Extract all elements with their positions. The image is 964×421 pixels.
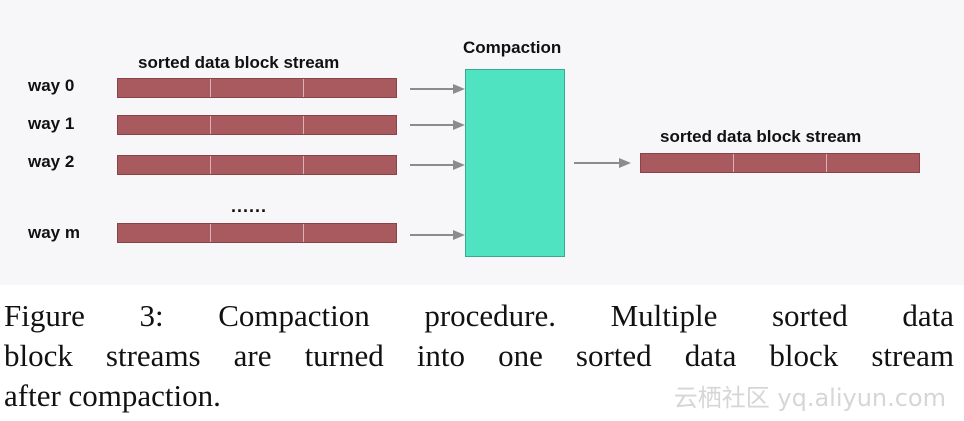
caption-word: 3: <box>139 298 164 333</box>
caption-word: sorted <box>771 298 848 333</box>
way-label-2: way 2 <box>28 152 75 171</box>
caption-word: sorted <box>575 338 652 373</box>
data-block <box>118 224 211 242</box>
way-label-1: way 1 <box>28 114 75 133</box>
data-block <box>211 224 304 242</box>
input-stream-bar-0 <box>117 78 397 98</box>
output-stream-title: sorted data block stream <box>660 127 862 146</box>
caption-word: one <box>498 338 543 373</box>
input-stream-bar-m <box>117 223 397 243</box>
caption-word: Compaction <box>218 298 370 333</box>
output-stream-bar <box>640 153 920 173</box>
data-block <box>118 79 211 97</box>
input-stream-bar-2 <box>117 155 397 175</box>
input-stream-title: sorted data block stream <box>138 53 340 72</box>
data-block <box>304 224 396 242</box>
data-block <box>118 116 211 134</box>
caption-word: data <box>902 298 954 333</box>
caption-word: Multiple <box>610 298 718 333</box>
caption-line-3: after compaction. <box>4 378 221 413</box>
caption-word: into <box>416 338 466 373</box>
data-block <box>211 79 304 97</box>
data-block <box>827 154 919 172</box>
data-block <box>118 156 211 174</box>
caption-word: block <box>769 338 839 373</box>
data-block <box>304 156 396 174</box>
compaction-box <box>465 69 565 257</box>
way-label-m: way m <box>28 223 80 242</box>
data-block <box>734 154 827 172</box>
caption-word: streams <box>105 338 201 373</box>
data-block <box>211 156 304 174</box>
arrow-output <box>574 157 631 169</box>
ellipsis: ...... <box>231 196 268 216</box>
caption-word: are <box>233 338 272 373</box>
data-block <box>211 116 304 134</box>
way-label-0: way 0 <box>28 76 75 95</box>
arrow-way-0 <box>410 83 465 95</box>
caption-word: Figure <box>4 298 85 333</box>
caption-line-1: Figure 3: Compaction procedure. Multiple sort… <box>4 296 954 336</box>
data-block <box>641 154 734 172</box>
caption-word: data <box>684 338 737 373</box>
figure-caption: Figure 3: Compaction procedure. Multiple sort… <box>4 296 954 416</box>
caption-word: procedure. <box>424 298 557 333</box>
arrow-way-2 <box>410 159 465 171</box>
data-block <box>304 116 396 134</box>
compaction-title: Compaction <box>463 38 562 57</box>
diagram-panel: sorted data block stream way 0 way 1 way… <box>28 38 920 257</box>
arrow-way-m <box>410 229 465 241</box>
caption-word: turned <box>304 338 384 373</box>
input-stream-bar-1 <box>117 115 397 135</box>
caption-word: stream <box>871 338 954 373</box>
caption-word: block <box>4 338 73 373</box>
arrow-way-1 <box>410 119 465 131</box>
data-block <box>304 79 396 97</box>
watermark: 云栖社区 yq.aliyun.com <box>673 384 946 412</box>
